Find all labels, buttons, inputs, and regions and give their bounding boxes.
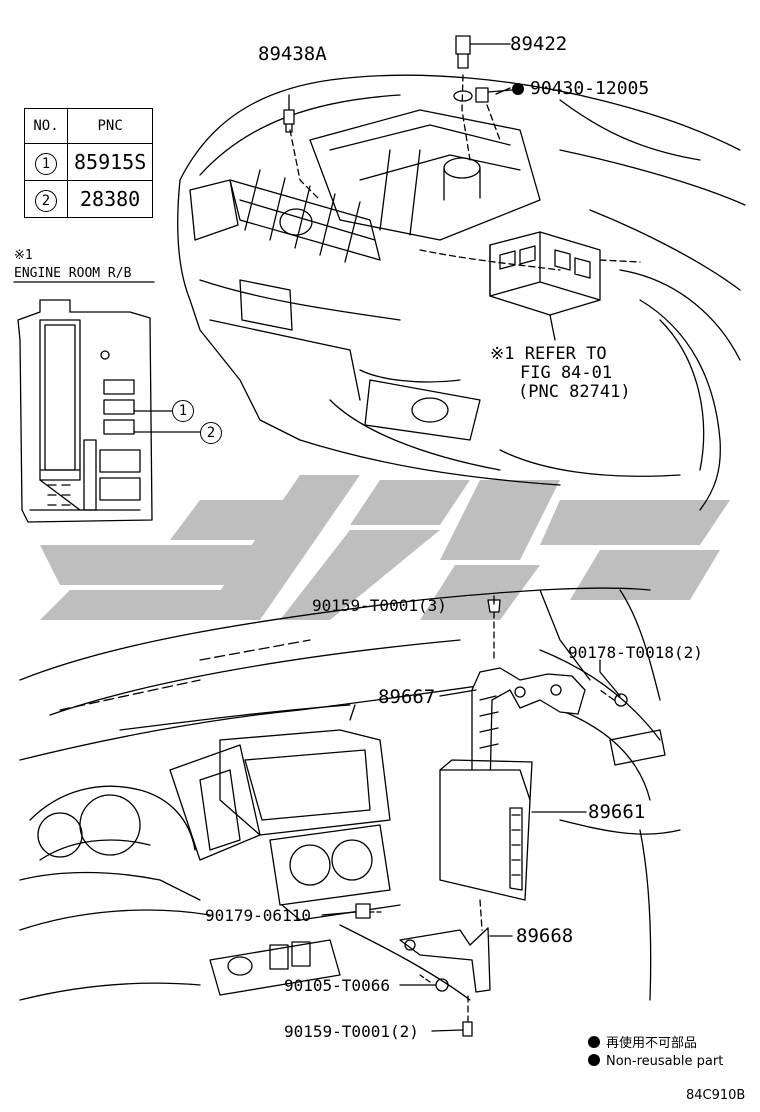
part-label-90430-12005[interactable]: 90430-12005 [512, 79, 649, 99]
part-label-89668[interactable]: 89668 [516, 925, 574, 947]
sensor-89422-icon [453, 35, 513, 103]
part-label-90105[interactable]: 90105-T0066 [284, 976, 390, 995]
leader-lines [321, 87, 621, 1032]
table-cell-no: 2 [24, 180, 68, 218]
figure-code: 84C910B [686, 1088, 746, 1103]
refer-line-3: (PNC 82741) [518, 382, 631, 402]
table-header-no: NO. [24, 108, 68, 144]
inset-mark: ※1 [14, 248, 33, 263]
table-cell-pnc: 28380 [66, 180, 154, 218]
inset-callout-2: 2 [200, 422, 222, 444]
part-label-89438a[interactable]: 89438A [258, 43, 327, 65]
watermark [40, 475, 730, 620]
table-header-pnc: PNC [66, 108, 154, 144]
engine-bay-view [177, 74, 746, 511]
inset-title: ENGINE ROOM R/B [14, 266, 132, 281]
table-cell-pnc: 85915S [66, 143, 154, 181]
ecu-assembly [355, 599, 628, 1037]
inset-callout-1: 1 [172, 400, 194, 422]
part-label-90178[interactable]: 90178-T0018(2) [568, 643, 703, 662]
dashboard-view [19, 587, 681, 1001]
legend-dot-icon [588, 1036, 600, 1048]
part-label-89667[interactable]: 89667 [378, 686, 436, 708]
part-label-90179[interactable]: 90179-06110 [205, 906, 311, 925]
part-label-90159-bottom[interactable]: 90159-T0001(2) [284, 1022, 419, 1041]
table-row: 2 28380 [24, 180, 154, 218]
refer-line-2: FIG 84-01 [520, 363, 613, 383]
refer-line-1: ※1 REFER TO [490, 344, 607, 364]
sensor-89438a-icon [283, 94, 295, 133]
table-cell-no: 1 [24, 143, 68, 181]
part-label-90159-top[interactable]: 90159-T0001(3) [312, 596, 447, 615]
pnc-table: NO. PNC 1 85915S 2 28380 [24, 108, 154, 218]
legend-line-1: 再使用不可部品 [588, 1032, 697, 1051]
legend-line-2: Non-reusable part [588, 1054, 723, 1069]
part-label-89422[interactable]: 89422 [510, 33, 568, 55]
non-reusable-dot-icon [512, 83, 524, 95]
engine-room-rb-inset [13, 281, 201, 523]
legend-dot-icon [588, 1054, 600, 1066]
part-label-89661[interactable]: 89661 [588, 801, 646, 823]
table-row: 1 85915S [24, 143, 154, 181]
